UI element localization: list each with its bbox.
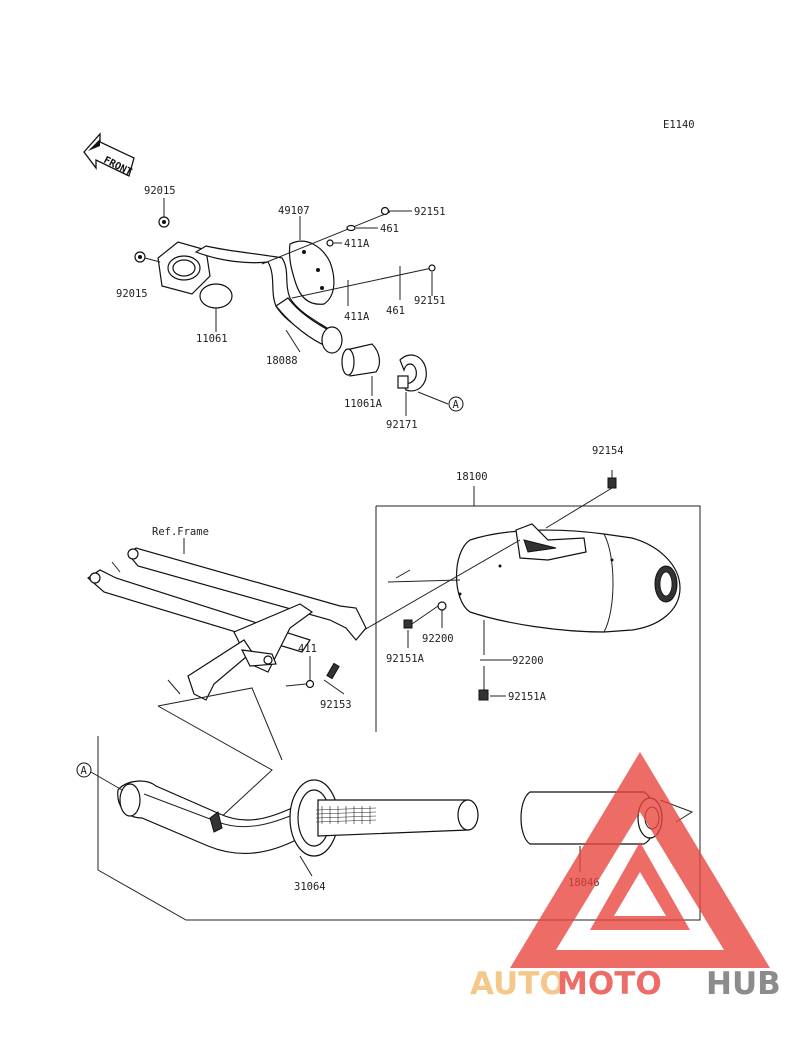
label-411A-bot: 411A [344,311,370,323]
warning-triangle-logo [510,752,770,968]
heat-guard [288,240,335,305]
label-92151A-a: 92151A [386,653,425,665]
label-92151A-b: 92151A [508,691,547,703]
ref-frame [87,538,367,701]
mid-pipe [117,779,479,877]
watermark-hub: HUB [706,966,781,1002]
watermark-auto: AUTO [470,966,566,1002]
nut-92015-left [134,251,146,263]
assembly-connectors [157,687,283,821]
label-11061A: 11061A [344,398,383,410]
label-461-bot: 461 [386,305,405,317]
label-18100: 18100 [456,471,488,483]
upper-hardware [326,206,436,288]
label-18088: 18088 [266,355,298,367]
label-49107: 49107 [278,205,310,217]
diagram-code: E1140 [663,119,695,131]
label-11061: 11061 [196,333,228,345]
svg-text:A: A [81,765,88,777]
frame-label: Ref.Frame [152,526,209,538]
label-92154: 92154 [592,445,624,457]
label-31064: 31064 [294,881,326,893]
exhaust-flange [157,241,211,295]
svg-text:A: A [453,399,460,411]
silencer-hardware [363,470,617,701]
label-92153: 92153 [320,699,352,711]
label-92015-top: 92015 [144,185,176,197]
label-92171: 92171 [386,419,418,431]
pipe-sleeve [341,343,381,377]
frame-hardware [285,656,345,695]
label-461-top: 461 [380,223,399,235]
perforated-section [315,806,377,824]
label-92151-top: 92151 [414,206,446,218]
automotohub-watermark: AUTO MOTO HUB [470,752,781,1002]
label-92200-b: 92200 [512,655,544,667]
callout-a-lower: A [76,762,123,791]
label-411A-top: 411A [344,238,370,250]
silencer-group-box [97,486,701,921]
label-92200-a: 92200 [422,633,454,645]
silencer-body [387,523,681,633]
nut-92015-top [158,216,170,228]
front-arrow-icon: FRONT [83,132,135,178]
label-92151-bot: 92151 [414,295,446,307]
label-411: 411 [298,643,317,655]
gasket-ring [199,283,233,309]
callout-a-upper: A [448,396,464,412]
pipe-clamp [397,354,427,392]
watermark-moto: MOTO [557,966,662,1002]
label-92015-left: 92015 [116,288,148,300]
